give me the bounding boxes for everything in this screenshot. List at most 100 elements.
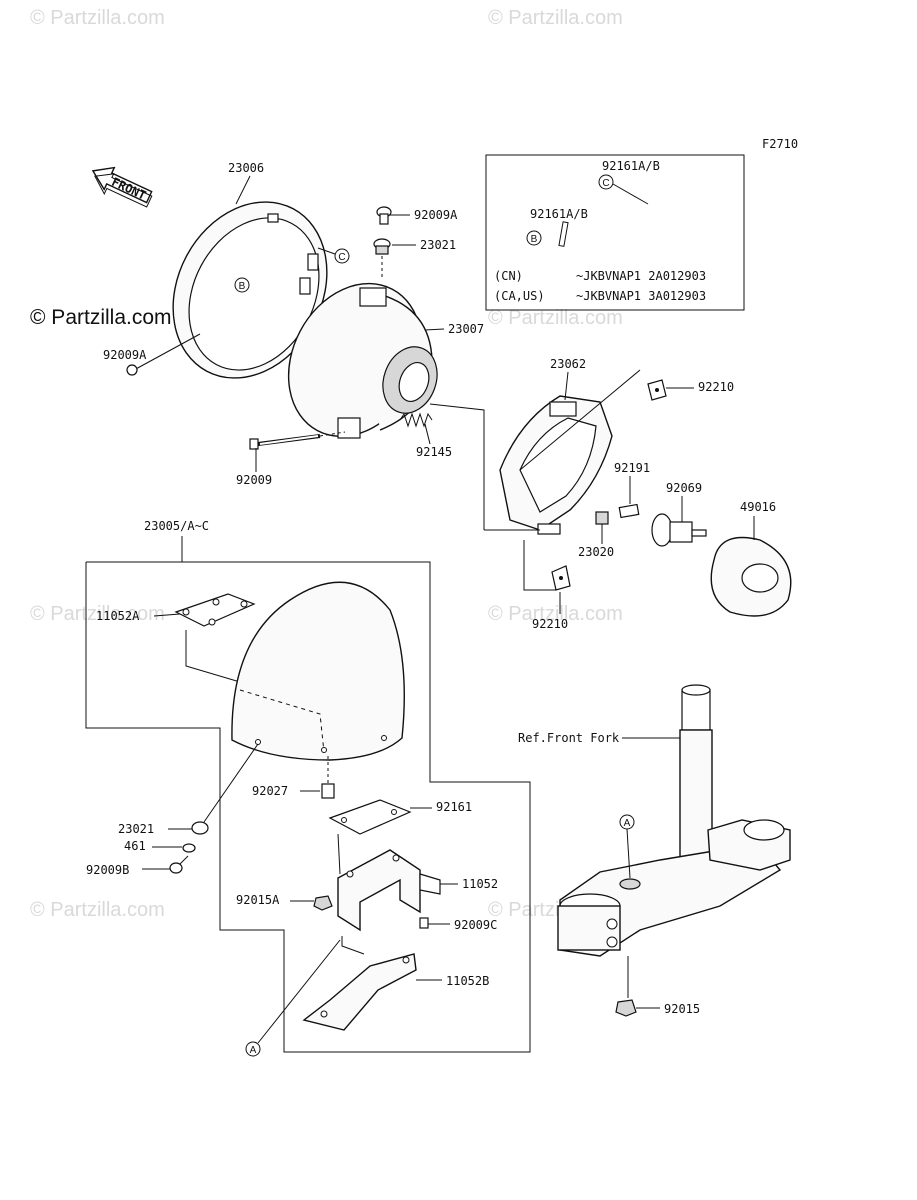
- label-92210-bottom: 92210: [532, 617, 568, 631]
- label-23007: 23007: [448, 322, 484, 336]
- plate-92161: [328, 799, 412, 835]
- watermark-top-right: © Partzilla.com: [488, 7, 623, 29]
- label-23006: 23006: [228, 161, 264, 175]
- bracket-11052: [337, 849, 441, 932]
- label-92145: 92145: [416, 445, 452, 459]
- label-92009a-top: 92009A: [414, 208, 458, 222]
- frame-23005: [85, 561, 531, 1053]
- washer-461: [182, 843, 196, 853]
- label-11052: 11052: [462, 877, 498, 891]
- steering-stem: [557, 684, 791, 957]
- leader-23021-cover: [203, 743, 259, 823]
- clip-92210-bottom: [551, 565, 571, 591]
- callout-c-rim-label: C: [338, 252, 345, 263]
- screw-92009b: [169, 855, 189, 874]
- figure-code: F2710: [762, 137, 798, 151]
- callout-b-rim: [234, 277, 250, 293]
- label-49016: 49016: [740, 500, 776, 514]
- label-92009c: 92009C: [454, 918, 497, 932]
- label-23021-left: 23021: [118, 822, 154, 836]
- bracket-line-23062-c: [519, 369, 641, 471]
- bracket-11052b: [302, 953, 417, 1031]
- front-arrow-icon: FRONT: [91, 166, 153, 208]
- inset-label-c: 92161A/B: [602, 159, 660, 173]
- label-92015a: 92015A: [236, 893, 280, 907]
- leader-11052b-b: [341, 936, 365, 955]
- watermark-mid-center: © Partzilla.com: [488, 307, 623, 329]
- housing-23007: [287, 282, 438, 439]
- watermark-center-2: © Partzilla.com: [488, 603, 623, 625]
- label-92015: 92015: [664, 1002, 700, 1016]
- inset-box: [485, 154, 745, 311]
- label-92191: 92191: [614, 461, 650, 475]
- label-ref-front-fork: Ref.Front Fork: [518, 731, 620, 745]
- screw-92009a-top: [376, 206, 392, 225]
- label-23020: 23020: [578, 545, 614, 559]
- clip-92210-top: [647, 379, 667, 401]
- leader-92210-bottom: [523, 540, 556, 591]
- inset-pin-c: [612, 183, 649, 205]
- inset-pin-b: [558, 221, 569, 247]
- screw-92009: [249, 431, 346, 450]
- callout-c-inset-label: C: [602, 178, 609, 189]
- leader-11052-b: [337, 833, 341, 875]
- bracket-23062: [499, 395, 613, 535]
- label-92009: 92009: [236, 473, 272, 487]
- cap-49016: [710, 536, 792, 617]
- leader-23006: [235, 175, 251, 205]
- leader-a-right: [626, 828, 631, 879]
- label-92161: 92161: [436, 800, 472, 814]
- bolt-92009c: [419, 917, 429, 929]
- inset-row1-region: (CN): [494, 269, 523, 283]
- grommet-23021-left: [191, 821, 209, 835]
- callout-b-inset-label: B: [531, 234, 538, 245]
- label-92009a-left: 92009A: [103, 348, 147, 362]
- leader-a-left: [257, 939, 341, 1044]
- collar-92191: [618, 503, 640, 519]
- callout-b-inset: [526, 230, 542, 246]
- callout-a-left: [245, 1041, 261, 1057]
- watermark-mid-left: © Partzilla.com: [30, 306, 172, 329]
- label-92069: 92069: [666, 481, 702, 495]
- rim-ring-23006: [172, 201, 328, 379]
- inset-row2-region: (CA,US): [494, 289, 545, 303]
- callout-a-right-label: A: [624, 818, 631, 829]
- watermark-left-bottom: © Partzilla.com: [30, 899, 165, 921]
- watermark-top-left: © Partzilla.com: [30, 7, 165, 29]
- leader-92145: [424, 423, 431, 445]
- leader-23062: [564, 371, 569, 401]
- nut-92015: [615, 999, 637, 1017]
- leader-11052a-b: [185, 630, 241, 683]
- label-11052b: 11052B: [446, 974, 489, 988]
- label-11052a: 11052A: [96, 609, 140, 623]
- watermark-left-2: © Partzilla.com: [30, 603, 165, 625]
- collar-92027: [321, 783, 335, 799]
- label-92027: 92027: [252, 784, 288, 798]
- bracket-line-23062: [429, 403, 485, 530]
- damper-23020: [595, 511, 609, 525]
- callout-b-rim-label: B: [239, 281, 246, 292]
- cover-shell-23005: [231, 581, 405, 761]
- inset-row1-range: ~JKBVNAP1 2A012903: [576, 269, 706, 283]
- label-23005: 23005/A~C: [144, 519, 209, 533]
- inset-row2-range: ~JKBVNAP1 3A012903: [576, 289, 706, 303]
- leader-23007: [424, 328, 445, 331]
- label-461: 461: [124, 839, 146, 853]
- nut-92015a: [313, 895, 333, 911]
- callout-c-rim: [334, 248, 350, 264]
- leader-11052a: [153, 613, 181, 617]
- spring-92145: [399, 412, 433, 428]
- label-92210-top: 92210: [698, 380, 734, 394]
- grommet-23021-top: [373, 238, 391, 255]
- label-92009b: 92009B: [86, 863, 129, 877]
- screw-92009a-left: [126, 333, 201, 376]
- leader-c-rim: [317, 247, 336, 255]
- inset-label-b: 92161A/B: [530, 207, 588, 221]
- bulb-92069: [651, 513, 707, 547]
- label-23062: 23062: [550, 357, 586, 371]
- label-23021-top: 23021: [420, 238, 456, 252]
- plate-11052a: [174, 593, 256, 627]
- callout-c-inset: [598, 174, 614, 190]
- callout-a-left-label: A: [250, 1045, 257, 1056]
